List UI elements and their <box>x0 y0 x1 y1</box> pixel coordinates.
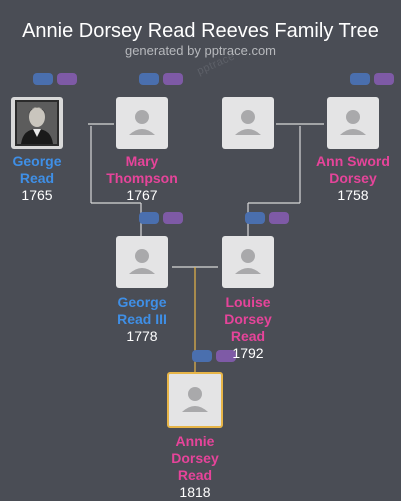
person-george-read-iii[interactable]: George Read III 1778 <box>87 236 197 345</box>
name-line: Louise <box>225 294 271 310</box>
male-parent-expand-icon[interactable] <box>350 73 370 85</box>
female-parent-expand-icon[interactable] <box>216 350 236 362</box>
portrait-photo-icon[interactable] <box>11 97 63 149</box>
name-line: Dorsey <box>171 450 219 466</box>
person-ann-sword-dorsey[interactable]: Ann Sword Dorsey 1758 <box>298 97 401 204</box>
female-parent-expand-icon[interactable] <box>57 73 77 85</box>
person-silhouette-icon[interactable] <box>327 97 379 149</box>
name-line: Ann Sword <box>316 153 390 169</box>
male-parent-expand-icon[interactable] <box>139 73 159 85</box>
person-silhouette-icon[interactable] <box>167 372 223 428</box>
person-name: Louise Dorsey Read <box>193 294 303 345</box>
male-parent-expand-icon[interactable] <box>245 212 265 224</box>
name-line: Read <box>177 467 213 483</box>
person-name: George Read III <box>87 294 197 328</box>
page-subtitle: generated by pptrace.com <box>124 43 277 58</box>
male-parent-expand-icon[interactable] <box>139 212 159 224</box>
birth-year: 1778 <box>126 328 158 344</box>
name-line: Annie <box>175 433 215 449</box>
expand-parents-george-read-iii[interactable] <box>139 212 187 224</box>
name-line: George <box>117 294 167 310</box>
birth-year: 1765 <box>21 187 53 203</box>
birth-year: 1792 <box>232 345 264 361</box>
name-line: Dorsey <box>224 311 272 327</box>
name-line: Read <box>19 170 55 186</box>
name-line: Dorsey <box>329 170 377 186</box>
page-title: Annie Dorsey Read Reeves Family Tree <box>22 20 379 42</box>
female-parent-expand-icon[interactable] <box>163 73 183 85</box>
expand-parents-louise-dorsey-read[interactable] <box>245 212 293 224</box>
male-parent-expand-icon[interactable] <box>192 350 212 362</box>
expand-parents-mary-thompson[interactable] <box>139 73 187 85</box>
name-line: George <box>12 153 62 169</box>
name-line: Read III <box>117 311 167 327</box>
name-line: Read <box>230 328 266 344</box>
male-parent-expand-icon[interactable] <box>33 73 53 85</box>
birth-year: 1818 <box>179 484 211 500</box>
person-name: Mary Thompson <box>87 153 197 187</box>
birth-year: 1758 <box>337 187 369 203</box>
expand-parents-george-read[interactable] <box>33 73 81 85</box>
person-unknown-parent[interactable] <box>193 97 303 149</box>
person-name: George Read <box>0 153 92 187</box>
person-name: Annie Dorsey Read <box>140 433 250 484</box>
expand-parents-ann-sword-dorsey[interactable] <box>350 73 398 85</box>
name-line: Mary <box>125 153 159 169</box>
birth-year: 1767 <box>126 187 158 203</box>
expand-parents-annie-dorsey-read[interactable] <box>192 350 240 362</box>
female-parent-expand-icon[interactable] <box>374 73 394 85</box>
person-silhouette-icon[interactable] <box>222 97 274 149</box>
person-name: Ann Sword Dorsey <box>298 153 401 187</box>
person-silhouette-icon[interactable] <box>116 236 168 288</box>
female-parent-expand-icon[interactable] <box>163 212 183 224</box>
person-louise-dorsey-read[interactable]: Louise Dorsey Read 1792 <box>193 236 303 362</box>
name-line: Thompson <box>106 170 178 186</box>
female-parent-expand-icon[interactable] <box>269 212 289 224</box>
person-silhouette-icon[interactable] <box>116 97 168 149</box>
person-silhouette-icon[interactable] <box>222 236 274 288</box>
person-mary-thompson[interactable]: Mary Thompson 1767 <box>87 97 197 204</box>
person-george-read[interactable]: George Read 1765 <box>0 97 92 204</box>
person-annie-dorsey-read[interactable]: Annie Dorsey Read 1818 <box>140 372 250 501</box>
